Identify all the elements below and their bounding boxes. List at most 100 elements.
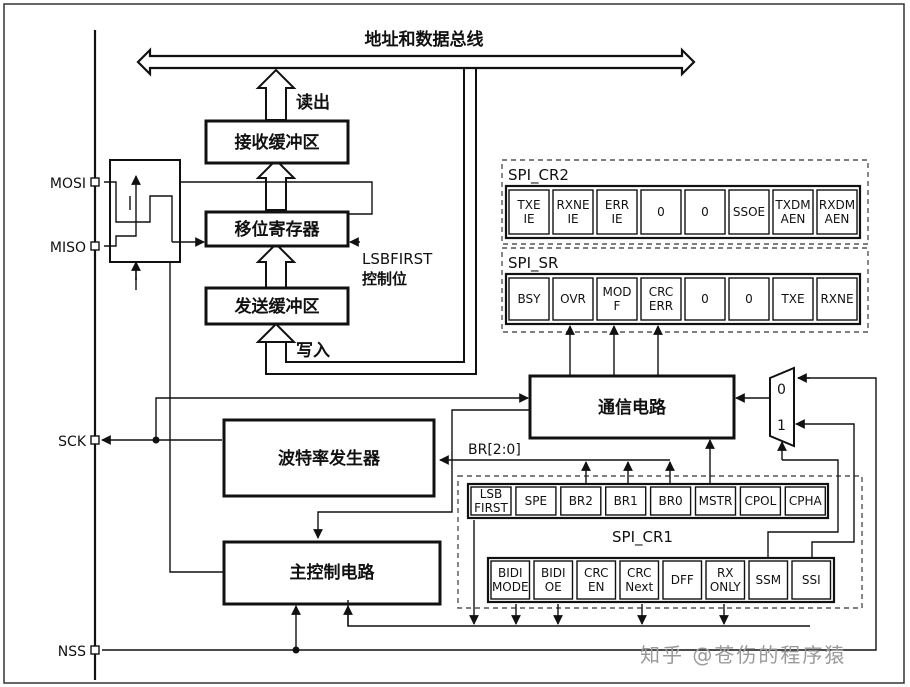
sr-bit-0-text: BSY	[518, 292, 542, 306]
sr-bit-5-text: 0	[745, 292, 753, 306]
cr1-low-bit-3-text: CRC	[627, 566, 652, 580]
comm-to-master-wire	[313, 409, 530, 539]
sr-bit-0: BSY	[508, 277, 550, 321]
cr2-bit-4-text: 0	[701, 205, 709, 219]
cr1-low-bit-4: DFF	[662, 560, 703, 600]
cr2-bit-6-text: TXDM	[774, 198, 810, 212]
sr-bit-2-text: MOD	[602, 285, 631, 299]
write-path	[265, 68, 477, 375]
write-label: 写入	[296, 341, 330, 361]
rx-buffer-block: 接收缓冲区	[204, 119, 350, 165]
cr2-bit-2-text: IE	[611, 212, 622, 226]
cr1-low-bit-6-text: SSM	[755, 573, 781, 587]
switch-wire-b	[104, 175, 141, 247]
io-to-master-wire	[169, 262, 224, 573]
cr1-high-bit-3: BR1	[605, 486, 647, 516]
tx-buffer-block: 发送缓冲区	[204, 286, 350, 326]
cr2-bit-5-text: SSOE	[733, 205, 765, 219]
cr1-high-bit-0: LSBFIRST	[470, 486, 512, 516]
mosi-label: MOSI	[50, 176, 86, 192]
cr1-low-bit-7-text: SSI	[802, 573, 821, 587]
ssi-to-mux-wire	[795, 419, 855, 558]
pin-mosi: MOSI	[50, 176, 100, 192]
cr1-high-bit-7: CPHA	[784, 486, 826, 516]
mux-in0-label: 0	[777, 382, 786, 398]
cr1-low-bit-7: SSI	[791, 560, 832, 600]
cr2-bit-0-text: TXE	[516, 198, 540, 212]
lsbfirst-sub-label: 控制位	[362, 270, 407, 288]
sr-bit-4: 0	[684, 277, 726, 321]
shift-register-label: 移位寄存器	[235, 219, 321, 240]
cr2-bit-6-text: AEN	[781, 212, 806, 226]
cr1-high-bit-1: SPE	[515, 486, 557, 516]
cr1-high-bit-2-text: BR2	[569, 494, 593, 508]
sr-bit-3-text: ERR	[649, 299, 673, 313]
cr1-high-bit-6-text: CPOL	[745, 494, 777, 508]
spi-cr2-label: SPI_CR2	[508, 166, 569, 185]
cr1-high-bit-1-text: SPE	[525, 494, 547, 508]
cr1-high-bit-0-text: FIRST	[474, 501, 508, 515]
cr1-high-bit-0-text: LSB	[480, 487, 503, 501]
cr2-bit-5: SSOE	[728, 189, 770, 235]
cr2-bit-2-text: ERR	[605, 198, 629, 212]
spi-cr1-label: SPI_CR1	[612, 528, 673, 547]
read-arrow	[255, 68, 297, 121]
mux-in1-label: 1	[777, 418, 786, 434]
cr2-bit-4: 0	[684, 189, 726, 235]
write-arrowhead	[255, 322, 297, 343]
cr1-low-bit-0-text: BIDI	[498, 566, 523, 580]
rx-buffer-label: 接收缓冲区	[235, 132, 320, 153]
cr1-high-bit-5: MSTR	[694, 486, 737, 516]
cr2-bit-0-text: IE	[523, 212, 534, 226]
nss-label: NSS	[58, 644, 86, 660]
cr1-low-bit-1-text: OE	[545, 580, 562, 594]
spi-sr-label: SPI_SR	[508, 254, 558, 273]
sr-bit-7-text: RXNE	[820, 292, 853, 306]
cr1-low-bit-6: SSM	[748, 560, 789, 600]
io-switch-block	[104, 159, 205, 263]
master-control-label: 主控制电路	[290, 562, 376, 583]
cr2-bit-1-text: RXNE	[556, 198, 589, 212]
comm-circuit-block: 通信电路	[528, 374, 736, 440]
cr1-high-bit-7-text: CPHA	[789, 494, 823, 508]
sr-bit-5: 0	[728, 277, 770, 321]
miso-label: MISO	[50, 240, 86, 256]
cr1-low-bit-0-text: MODE	[492, 580, 529, 594]
baud-generator-block: 波特率发生器	[222, 418, 436, 498]
cr2-bit-7-text: AEN	[825, 212, 850, 226]
comm-circuit-label: 通信电路	[598, 397, 667, 418]
master-control-block: 主控制电路	[222, 540, 442, 606]
sr-bit-1: OVR	[552, 277, 594, 321]
sr-bit-6: TXE	[772, 277, 814, 321]
bus-label: 地址和数据总线	[365, 29, 484, 50]
cr2-bit-1-text: IE	[567, 212, 578, 226]
sr-bit-6-text: TXE	[780, 292, 804, 306]
watermark: 知乎 @苍伤的程序猿	[640, 643, 846, 667]
sck-label: SCK	[58, 434, 87, 450]
cr1-high-bit-5-text: MSTR	[699, 494, 733, 508]
ssm-mux: 0 1	[769, 366, 795, 448]
sr-bit-3-text: CRC	[649, 285, 674, 299]
lsbfirst-label: LSBFIRST	[362, 250, 433, 268]
cr1-high-bit-4: BR0	[649, 486, 692, 516]
shift-feedback-wire	[117, 177, 373, 215]
sr-bit-2-text: F	[614, 299, 621, 313]
ssm-to-mux-wire	[767, 459, 839, 558]
cr1-low-bit-5-text: ONLY	[710, 580, 742, 594]
cr1-low-bit-5-text: RX	[717, 566, 734, 580]
nss-wire	[102, 377, 877, 651]
pin-sck: SCK	[58, 434, 100, 450]
